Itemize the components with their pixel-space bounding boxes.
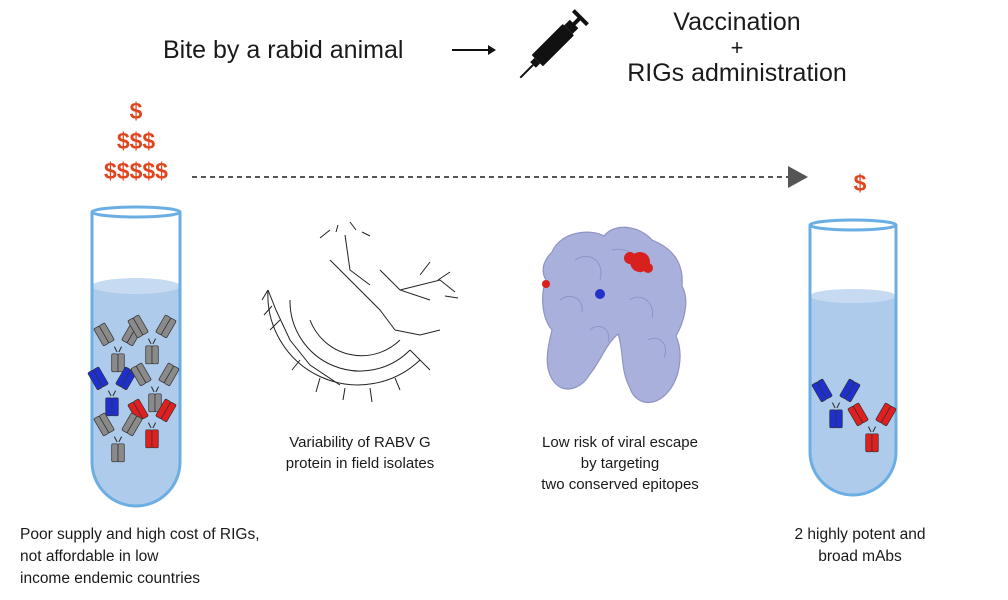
cost-line: $$$: [116, 128, 156, 154]
caption-line: Variability of RABV G: [289, 434, 431, 451]
caption-line: 2 highly potent and: [794, 526, 926, 543]
vaccination-label: Vaccination + RIGs administration: [612, 8, 862, 88]
cost-low: $: [853, 170, 867, 196]
caption-line: protein in field isolates: [285, 455, 435, 472]
caption-line: by targeting: [580, 455, 660, 472]
variability-caption: Variability of RABV G protein in field i…: [240, 432, 480, 474]
arrow-right-icon: [452, 45, 496, 55]
vaccination-plus: +: [730, 35, 744, 60]
cost-line: $: [129, 98, 143, 124]
syringe-icon: [519, 9, 589, 79]
caption-line: broad mAbs: [818, 548, 902, 565]
caption-line: Low risk of viral escape: [542, 434, 698, 451]
caption-line: not affordable in low: [20, 548, 159, 565]
left-tube: [87, 205, 182, 508]
caption-line: Poor supply and high cost of RIGs,: [20, 526, 260, 543]
phylogenetic-tree: [261, 221, 459, 403]
cost-line: $$$$$: [104, 158, 168, 184]
vaccination-line2: RIGs administration: [627, 59, 847, 87]
cost-high: $ $$$ $$$$$: [86, 96, 186, 186]
right-tube: [808, 218, 898, 497]
vaccination-line1: Vaccination: [673, 8, 801, 36]
caption-line: income endemic countries: [20, 570, 201, 587]
bite-label: Bite by a rabid animal: [163, 36, 404, 64]
protein-structure: [542, 226, 687, 404]
dashed-arrow: [192, 166, 808, 188]
right-caption: 2 highly potent and broad mAbs: [760, 524, 960, 568]
left-caption: Poor supply and high cost of RIGs, not a…: [20, 524, 260, 590]
escape-caption: Low risk of viral escape by targeting tw…: [500, 432, 740, 495]
caption-line: two conserved epitopes: [541, 476, 699, 493]
